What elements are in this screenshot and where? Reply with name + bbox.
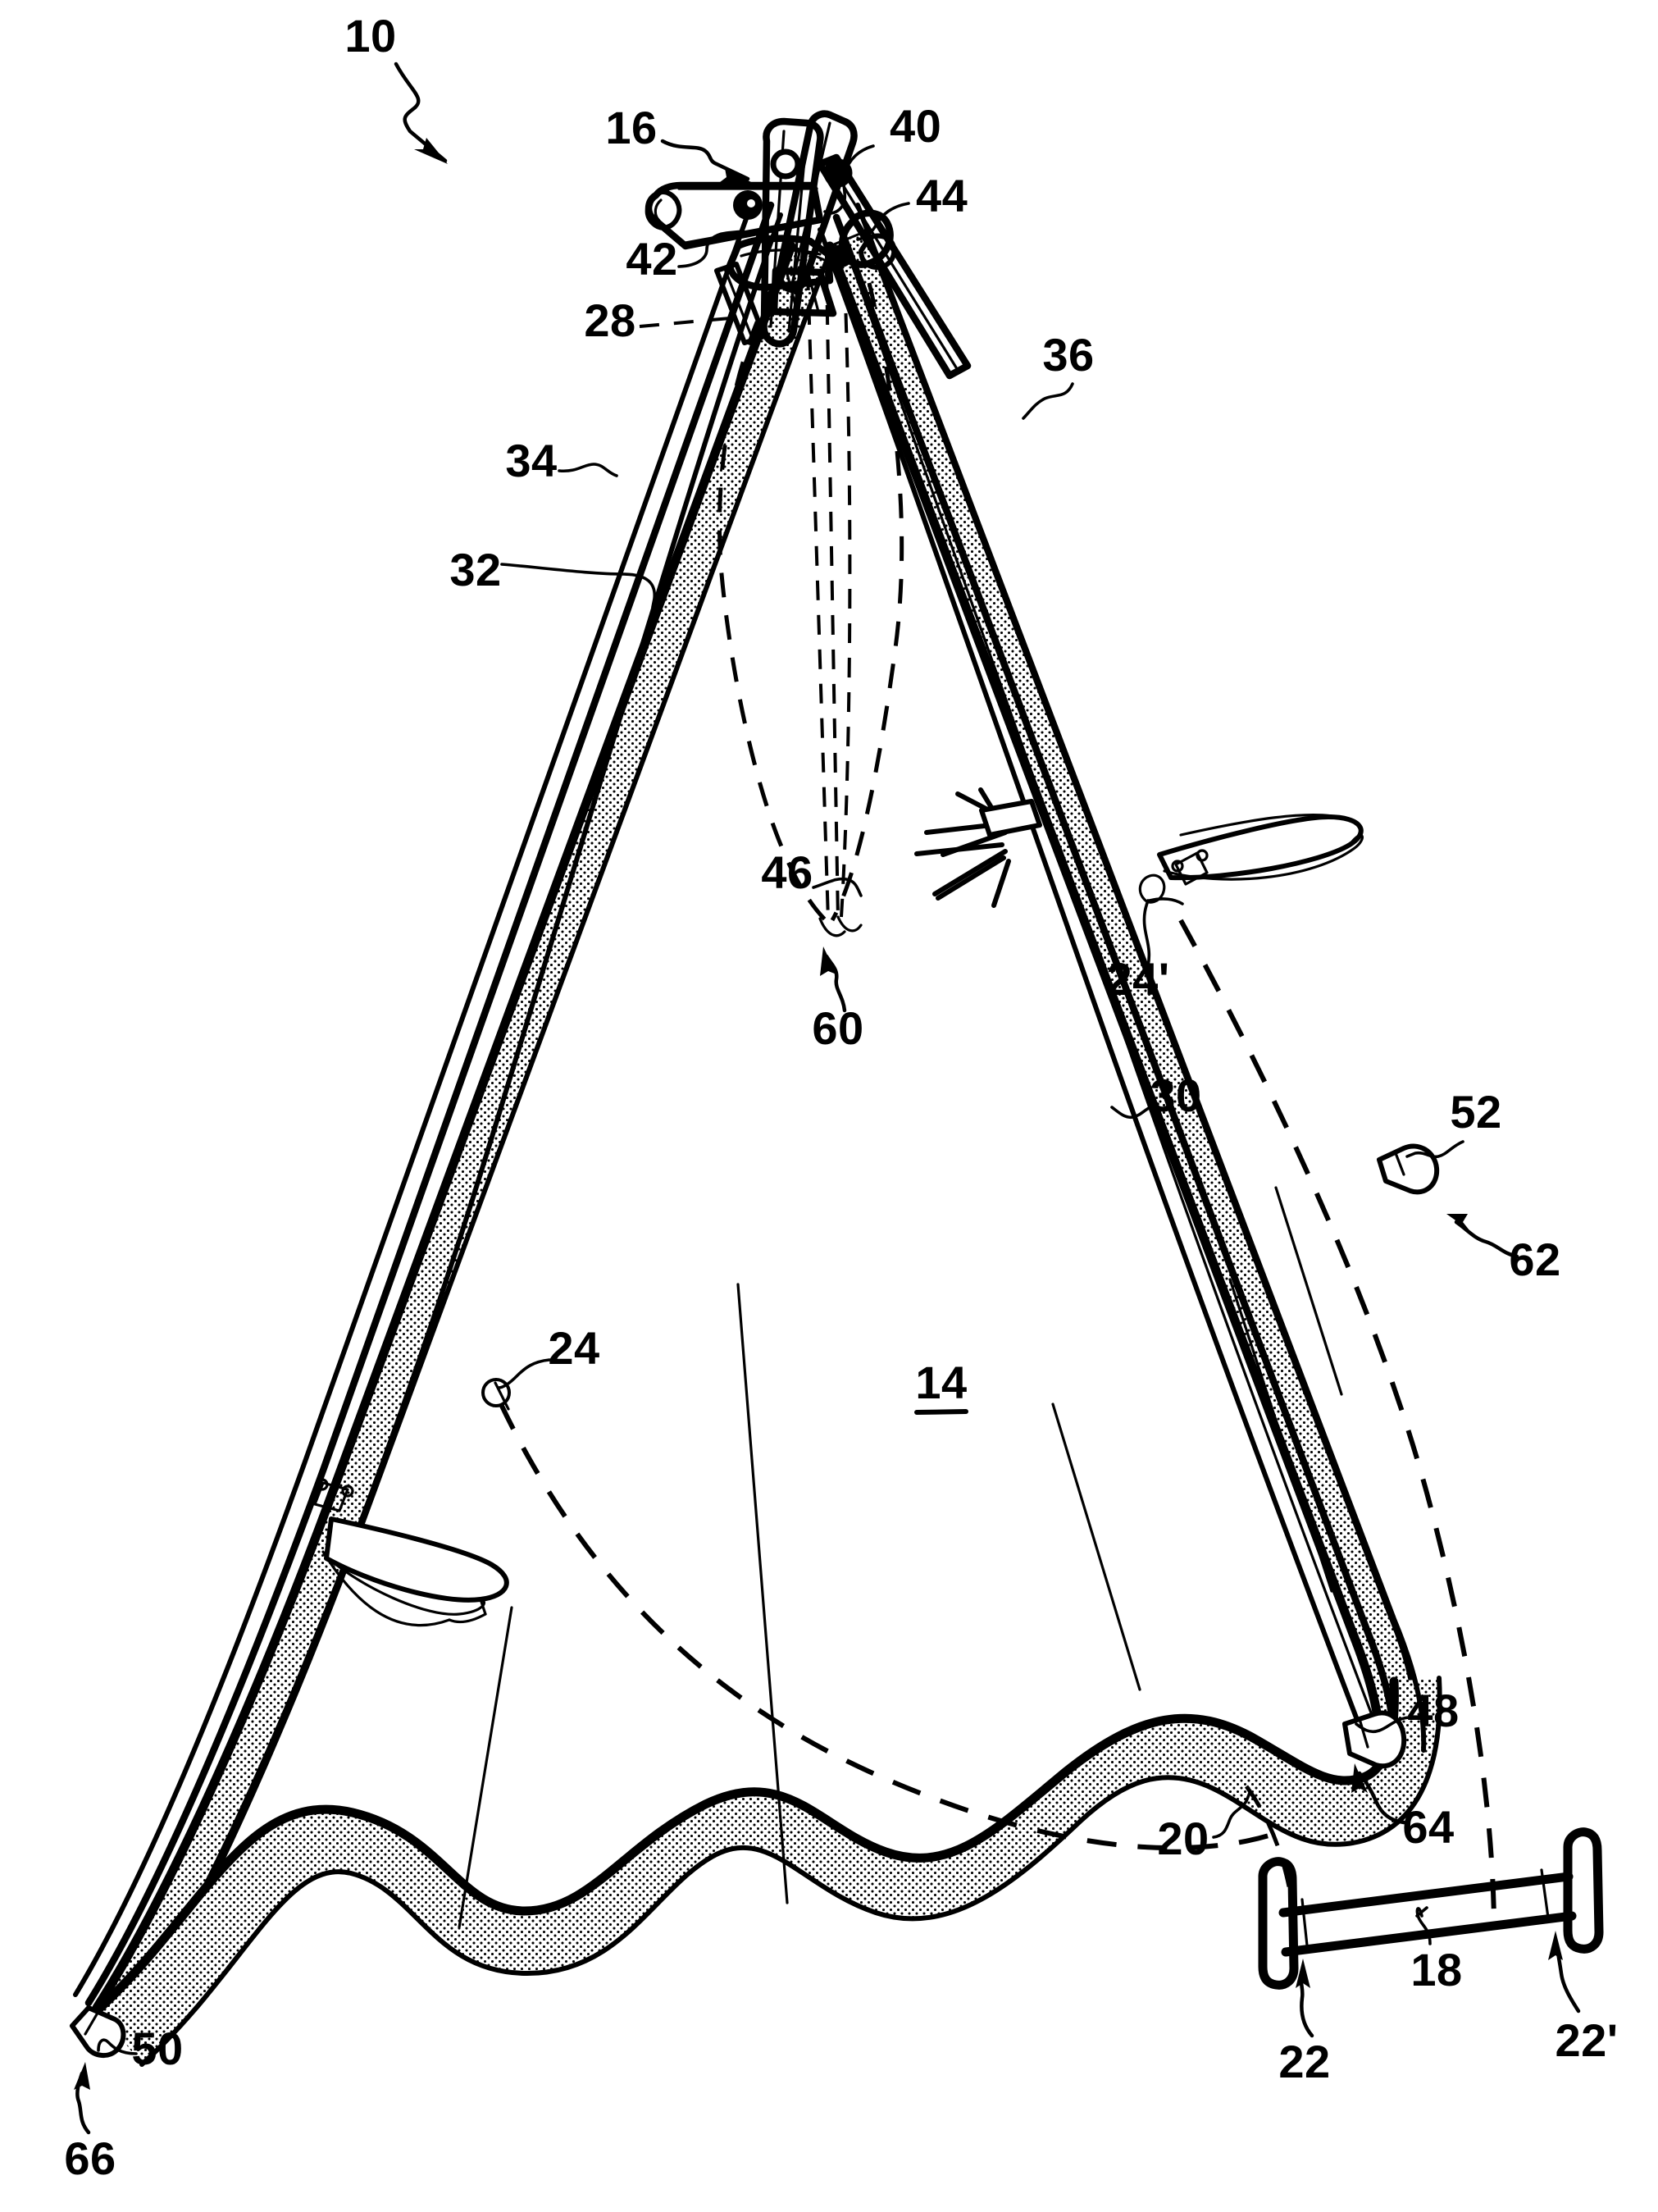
ref-num-18: 18 [1410,1944,1462,1995]
ref-num-22: 22 [1278,2036,1330,2087]
ref-num-62: 62 [1509,1234,1560,1285]
left-fabric-tab [321,1516,509,1627]
ref-num-48: 48 [1407,1685,1459,1736]
ref-num-24p: 24' [1106,953,1169,1005]
leader-66 [74,2062,91,2135]
leader-32 [500,563,656,609]
leader-24 [497,1358,551,1389]
foot-edge-band [93,1676,1442,2067]
leader-42 [677,230,745,268]
ref-num-28: 28 [584,294,635,346]
right-fabric-tab [1157,813,1364,881]
leader-10 [394,62,448,164]
leader-50 [97,2038,138,2055]
leader-16 [660,139,751,182]
ref-num-36: 36 [1042,329,1094,381]
leader-40 [823,144,875,215]
hidden-sleeve-dashed [717,270,904,937]
ref-num-22p: 22' [1555,2014,1618,2066]
leader-22 [1296,1959,1314,2038]
ref-num-14: 14 [915,1357,967,1408]
right-eyelet-24p [1138,873,1166,904]
radiating-lines [914,787,1042,908]
leader-28 [639,315,749,328]
ref-num-66: 66 [64,2132,116,2184]
leader-34 [558,463,618,477]
ref-num-42: 42 [626,233,677,285]
ref-num-34: 34 [505,435,557,486]
ref-num-30: 30 [1150,1070,1201,1121]
fold-outline-dashed-left [498,1401,1280,1851]
leader-24p [1142,897,1184,968]
leader-36 [1022,382,1074,420]
ref-num-44: 44 [916,170,968,221]
apex-hub-assembly [645,110,972,380]
sail-panel-seams [458,1186,1343,1929]
ref-num-60: 60 [812,1002,863,1054]
ref-num-20: 20 [1157,1813,1209,1864]
leader-18 [1415,1906,1432,1945]
ref-num-52: 52 [1450,1086,1501,1138]
ref-num-16: 16 [605,102,657,153]
leader-22p [1548,1931,1581,2014]
ref-num-46: 46 [761,846,813,898]
leader-62 [1446,1214,1519,1259]
leader-52 [1405,1140,1464,1159]
ref-num-24: 24 [548,1322,599,1374]
ref-num-10: 10 [344,10,396,62]
ref-num-40: 40 [890,100,941,152]
ref-num-64: 64 [1402,1801,1454,1853]
leader-46 [812,877,863,897]
right-end-tip-52 [1377,1143,1440,1195]
ref-14-group: 14 [914,1357,968,1415]
ref-num-32: 32 [449,544,501,595]
leader-30 [1110,1102,1159,1120]
leader-20 [1212,1791,1251,1839]
leader-64 [1351,1763,1406,1825]
spar-ferrule-right [1171,849,1209,886]
left-spar-assembly [73,198,783,2007]
leader-48 [1355,1716,1410,1734]
leader-60 [820,946,847,1013]
ref-num-50: 50 [131,2023,183,2074]
spar-ferrule-left [313,1478,354,1512]
leader-44 [856,202,910,241]
